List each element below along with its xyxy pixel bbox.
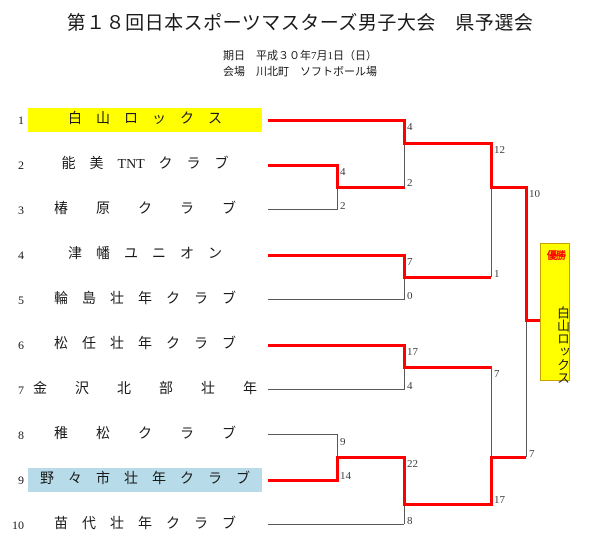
score-r2-seed5: 0 [407, 290, 413, 302]
bracket-connector-r2-third-win [403, 344, 406, 368]
entry-name: 金 沢 北 部 壮 年 [33, 382, 257, 397]
entry-seed: 6 [18, 338, 24, 352]
bracket-connector-r1-upper-win [336, 164, 339, 188]
entry-seed: 2 [18, 158, 24, 172]
score-final-lower: 7 [529, 448, 535, 460]
entry-seed: 1 [18, 113, 24, 127]
bracket-line-seed10 [268, 524, 404, 525]
event-date: 期日 平成３０年7月1日（日） [223, 50, 377, 62]
event-venue: 会場 川北町 ソフトボール場 [223, 66, 377, 78]
bracket-entry-1[interactable]: 1 白 山 ロ ッ ク ス [0, 108, 265, 132]
bracket-line-r2-third-winner [403, 366, 491, 369]
champion-name: 白山ロックス [555, 306, 570, 384]
bracket-connector-r2-upper [404, 119, 405, 187]
score-r2-seed9: 22 [407, 458, 418, 470]
bracket-line-seed8 [268, 434, 338, 435]
entry-name: 苗 代 壮 年 ク ラ ブ [54, 517, 236, 532]
entry-name: 稚 松 ク ラ ブ [54, 427, 236, 442]
score-r2-seed7: 4 [407, 380, 413, 392]
entry-seed: 10 [12, 518, 24, 532]
score-r2-seed1: 4 [407, 121, 413, 133]
event-meta: 期日 平成３０年7月1日（日） 会場 川北町 ソフトボール場 [0, 48, 600, 80]
bracket-line-seed4 [268, 254, 405, 257]
score-r1-seed8: 9 [340, 436, 346, 448]
entry-name: 輪 島 壮 年 ク ラ ブ [54, 292, 236, 307]
score-final-upper: 10 [529, 188, 540, 200]
champion-label: 優勝 [547, 251, 566, 262]
bracket-entry-3[interactable]: 3 椿 原 ク ラ ブ [0, 198, 265, 222]
bracket-line-seed5 [268, 299, 404, 300]
entry-seed: 8 [18, 428, 24, 442]
bracket-entry-10[interactable]: 10 苗 代 壮 年 ク ラ ブ [0, 513, 265, 537]
bracket-entry-4[interactable]: 4 津 幡 ユ ニ オ ン [0, 243, 265, 267]
bracket-entry-8[interactable]: 8 稚 松 ク ラ ブ [0, 423, 265, 447]
page-title: 第１８回日本スポーツマスターズ男子大会 県予選会 [66, 13, 534, 34]
bracket-line-seed9 [268, 479, 339, 482]
score-r2-seed2: 2 [407, 177, 413, 189]
entry-seed: 5 [18, 293, 24, 307]
score-r2-seed4: 7 [407, 256, 413, 268]
score-r1-seed3: 2 [340, 200, 346, 212]
bracket-entry-9[interactable]: 9 野 々 市 壮 年 ク ラ ブ [0, 468, 265, 492]
bracket-line-seed7 [268, 389, 404, 390]
entry-name: 能 美 TNT ク ラ ブ [61, 157, 229, 172]
bracket-connector-r3-lower-win [490, 456, 493, 506]
bracket-line-champion [525, 319, 543, 322]
bracket-entry-7[interactable]: 7 金 沢 北 部 壮 年 [0, 378, 265, 402]
bracket-line-seed3 [268, 209, 338, 210]
bracket-connector-final-win [525, 186, 528, 321]
bracket-connector-r2-fourth-win [403, 456, 406, 506]
bracket-line-r3-upper-winner [490, 186, 526, 189]
bracket-connector-r1-lower-win [336, 456, 339, 480]
bracket-line-seed1 [268, 119, 405, 122]
bracket-line-seed6 [268, 344, 405, 347]
score-r3-upper-bottom: 1 [494, 268, 500, 280]
bracket-line-r3-lower-winner [490, 456, 526, 459]
entry-name: 白 山 ロ ッ ク ス [28, 108, 262, 132]
score-r2-seed10: 8 [407, 515, 413, 527]
entry-seed: 7 [18, 383, 24, 397]
entry-seed: 3 [18, 203, 24, 217]
bracket-connector-r3-lower [491, 366, 492, 504]
score-r1-seed2: 4 [340, 166, 346, 178]
entry-name: 津 幡 ユ ニ オ ン [68, 247, 222, 262]
entry-seed: 4 [18, 248, 24, 262]
bracket-entry-5[interactable]: 5 輪 島 壮 年 ク ラ ブ [0, 288, 265, 312]
entry-seed: 9 [18, 473, 24, 487]
bracket-line-r2-fourth-winner [403, 503, 491, 506]
bracket-line-r1-lower-winner [336, 456, 405, 459]
bracket-entry-6[interactable]: 6 松 任 壮 年 ク ラ ブ [0, 333, 265, 357]
score-r2-seed6: 17 [407, 346, 418, 358]
score-r1-seed9: 14 [340, 470, 351, 482]
bracket-line-r2-upper-winner [403, 142, 491, 145]
score-r3-lower-top: 7 [494, 368, 500, 380]
bracket-connector-r2-second-win [403, 254, 406, 278]
score-r3-lower-bottom: 17 [494, 494, 505, 506]
bracket-connector-r3-upper-win [490, 142, 493, 188]
entry-name: 松 任 壮 年 ク ラ ブ [54, 337, 236, 352]
entry-name: 野 々 市 壮 年 ク ラ ブ [28, 468, 262, 492]
bracket-line-seed2 [268, 164, 339, 167]
bracket-connector-r3-upper [491, 142, 492, 277]
entry-name: 椿 原 ク ラ ブ [54, 202, 236, 217]
bracket-line-r2-second-winner [403, 276, 491, 279]
champion-box: 優勝 白山ロックス [540, 243, 570, 384]
bracket-entry-2[interactable]: 2 能 美 TNT ク ラ ブ [0, 153, 265, 177]
bracket-line-r1-upper-winner [336, 186, 405, 189]
score-r3-upper-top: 12 [494, 144, 505, 156]
bracket-connector-r2-upper-win [403, 119, 406, 144]
